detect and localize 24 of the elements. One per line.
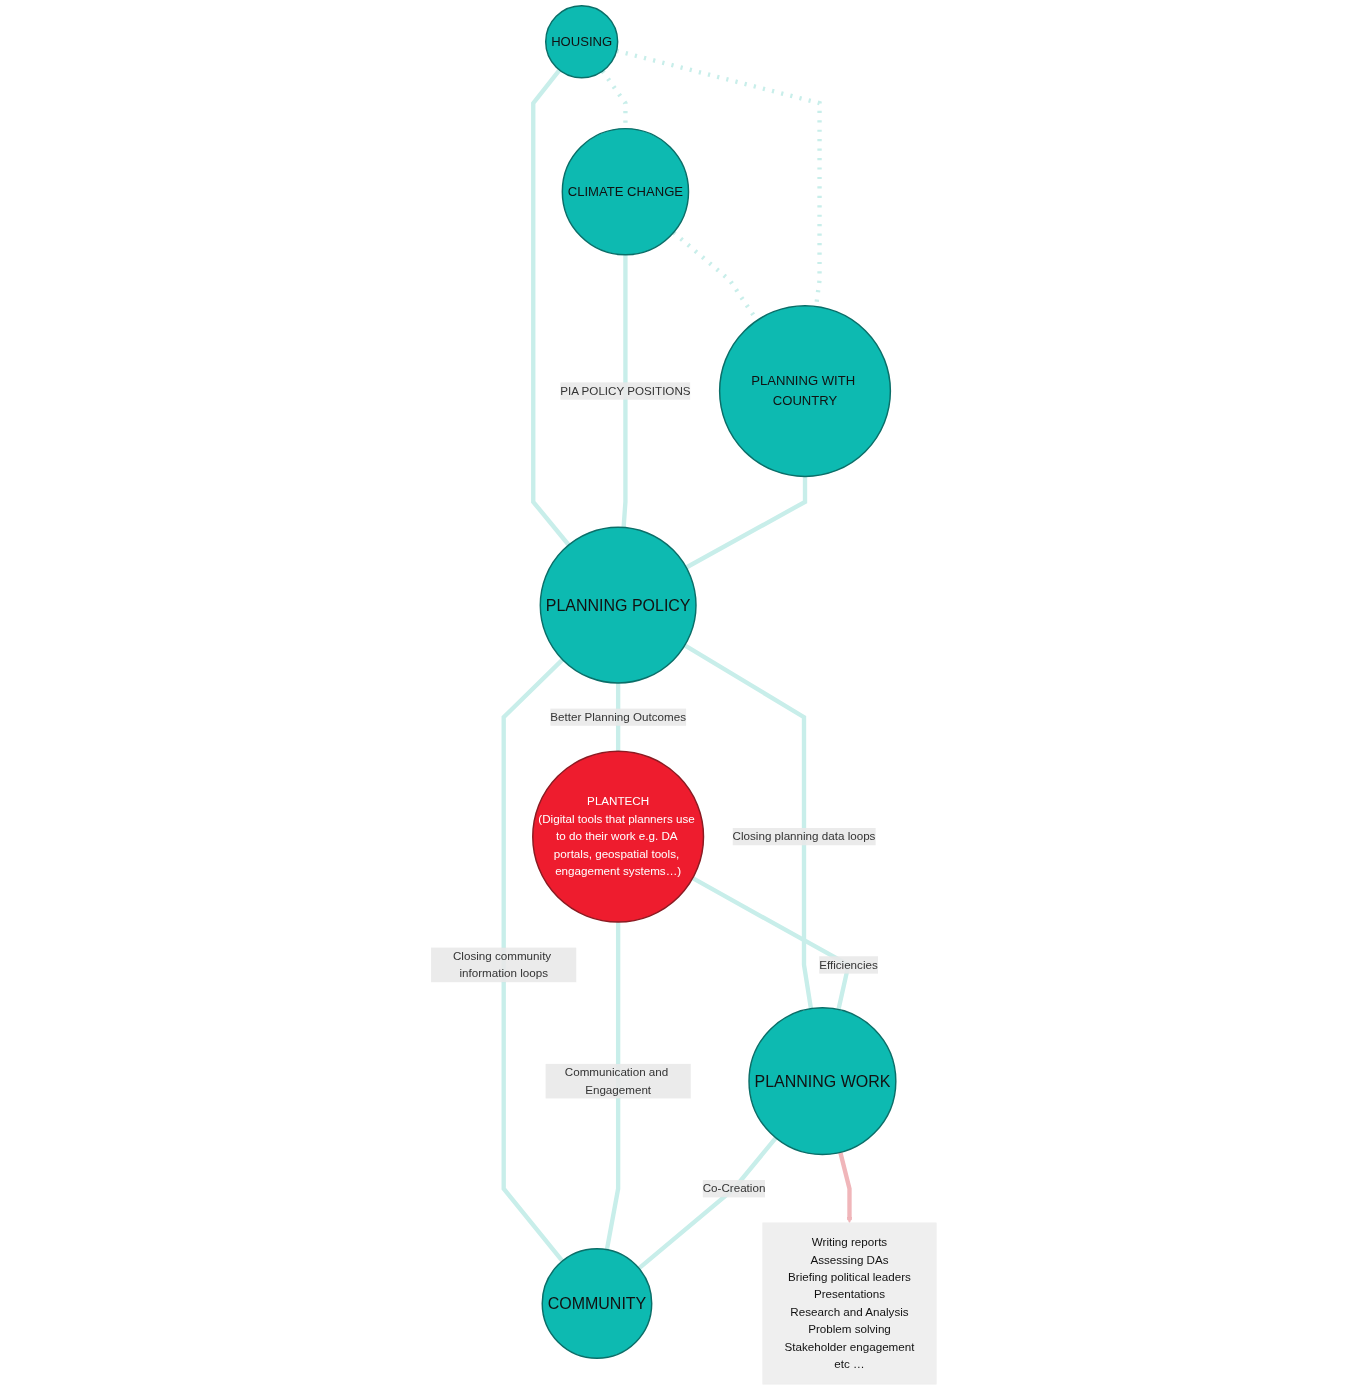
connector <box>605 922 621 1251</box>
node-circle: PLANNING WORK <box>748 1007 897 1156</box>
connector <box>637 1136 778 1271</box>
edge-label: PIA POLICY POSITIONS <box>560 384 691 397</box>
node-circle: HOUSING <box>545 5 619 79</box>
node-circle: PLANNING WITH COUNTRY <box>719 304 892 478</box>
connector <box>684 643 814 1010</box>
edge-label: Better Planning Outcomes <box>550 710 687 723</box>
edge-label: Co-Creation <box>703 1182 766 1195</box>
edge-label: Closing community information loops <box>453 949 552 980</box>
connector <box>621 254 628 528</box>
edge-label: Communication and Engagement <box>565 1065 669 1096</box>
edge-label: Efficiencies <box>819 958 879 971</box>
node-circle: PLANNING POLICY <box>539 526 698 684</box>
edge-label: Closing planning data loops <box>732 830 876 843</box>
connector <box>501 658 565 1263</box>
node-circle: PLANTECH (Digital tools that planners use to do their work e.g. DA portals, geospatial tools, engagement systems…) <box>532 750 705 923</box>
node-box: Writing reports Assessing DAs Briefing political leaders Presentations Research and Analysis Problem solving Stakeholder engagement etc … <box>762 1222 937 1385</box>
connector <box>692 876 852 1011</box>
connector <box>531 68 571 547</box>
node-circle: CLIMATE CHANGE <box>561 127 690 256</box>
node-circle: COMMUNITY <box>541 1248 653 1359</box>
connector <box>685 476 808 570</box>
arrow <box>838 1151 854 1224</box>
